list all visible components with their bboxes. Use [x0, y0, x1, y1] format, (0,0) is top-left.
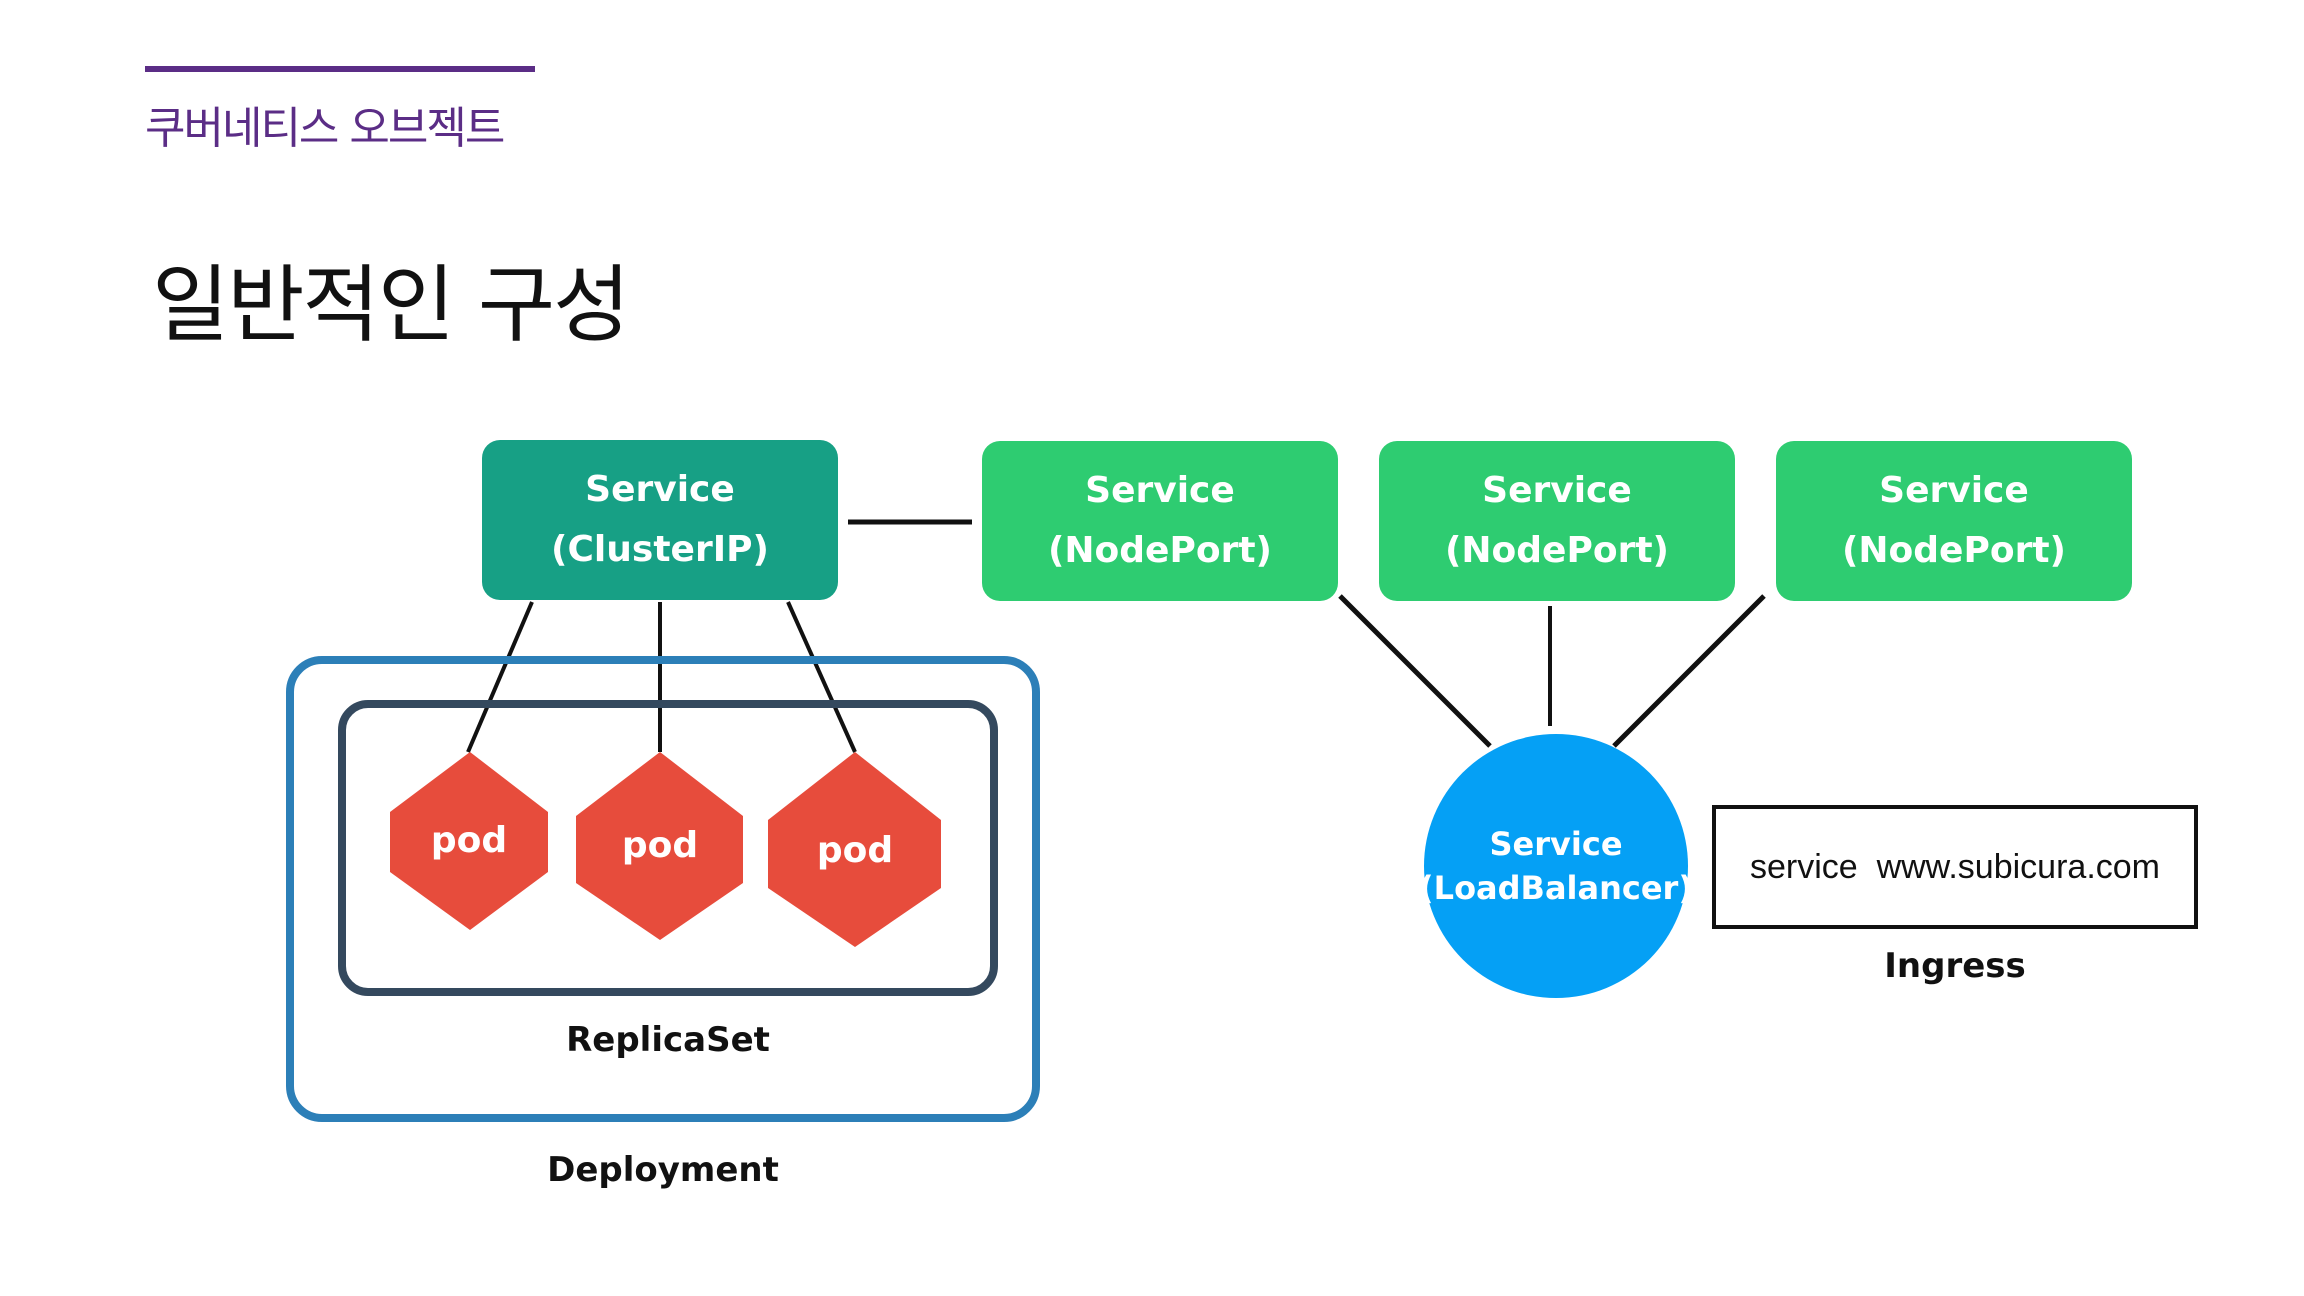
service-type: (NodePort) [1841, 530, 2067, 571]
service-name: Service [1482, 470, 1632, 511]
pod-1: pod [390, 752, 548, 930]
service-loadbalancer: Service (LoadBalancer) [1419, 734, 1693, 998]
service-nodeport-3: Service (NodePort) [1776, 441, 2132, 601]
ingress-box: service www.subicura.com [1712, 805, 2198, 929]
service-name: Service [1085, 470, 1235, 511]
connector-nodeport3-lb [1612, 594, 1766, 748]
pod-hexagon [390, 752, 548, 930]
service-clusterip: Service (ClusterIP) [482, 440, 838, 600]
service-name: Service [585, 469, 735, 510]
header-accent-bar [145, 66, 535, 72]
connector-nodeport1-lb [1338, 594, 1492, 748]
pod-label: pod [817, 830, 893, 871]
service-nodeport-2: Service (NodePort) [1379, 441, 1735, 601]
service-name: Service [1879, 470, 2029, 511]
section-title: 쿠버네티스 오브젝트 [145, 103, 505, 154]
replicaset-box [338, 700, 998, 996]
service-nodeport-1: Service (NodePort) [982, 441, 1338, 601]
deployment-label: Deployment [547, 1150, 779, 1190]
ingress-content: service www.subicura.com [1749, 847, 2160, 886]
connector-clusterip-pod3 [786, 601, 857, 753]
replicaset-label: ReplicaSet [566, 1020, 770, 1060]
deployment-box [286, 656, 1040, 1122]
service-type: (NodePort) [1047, 530, 1273, 571]
service-type: (NodePort) [1444, 530, 1670, 571]
pod-2: pod [576, 752, 743, 940]
ingress-label: Ingress [1884, 946, 2026, 986]
connector-clusterip-pod1 [466, 601, 534, 753]
service-type: (LoadBalancer) [1419, 869, 1693, 907]
pod-hexagon [576, 752, 743, 940]
service-name: Service [1489, 825, 1623, 863]
pod-label: pod [622, 825, 698, 866]
pod-hexagon [768, 752, 941, 947]
pod-label: pod [431, 820, 507, 861]
service-type: (ClusterIP) [551, 529, 769, 570]
pod-3: pod [768, 752, 941, 947]
page-title: 일반적인 구성 [152, 256, 630, 354]
